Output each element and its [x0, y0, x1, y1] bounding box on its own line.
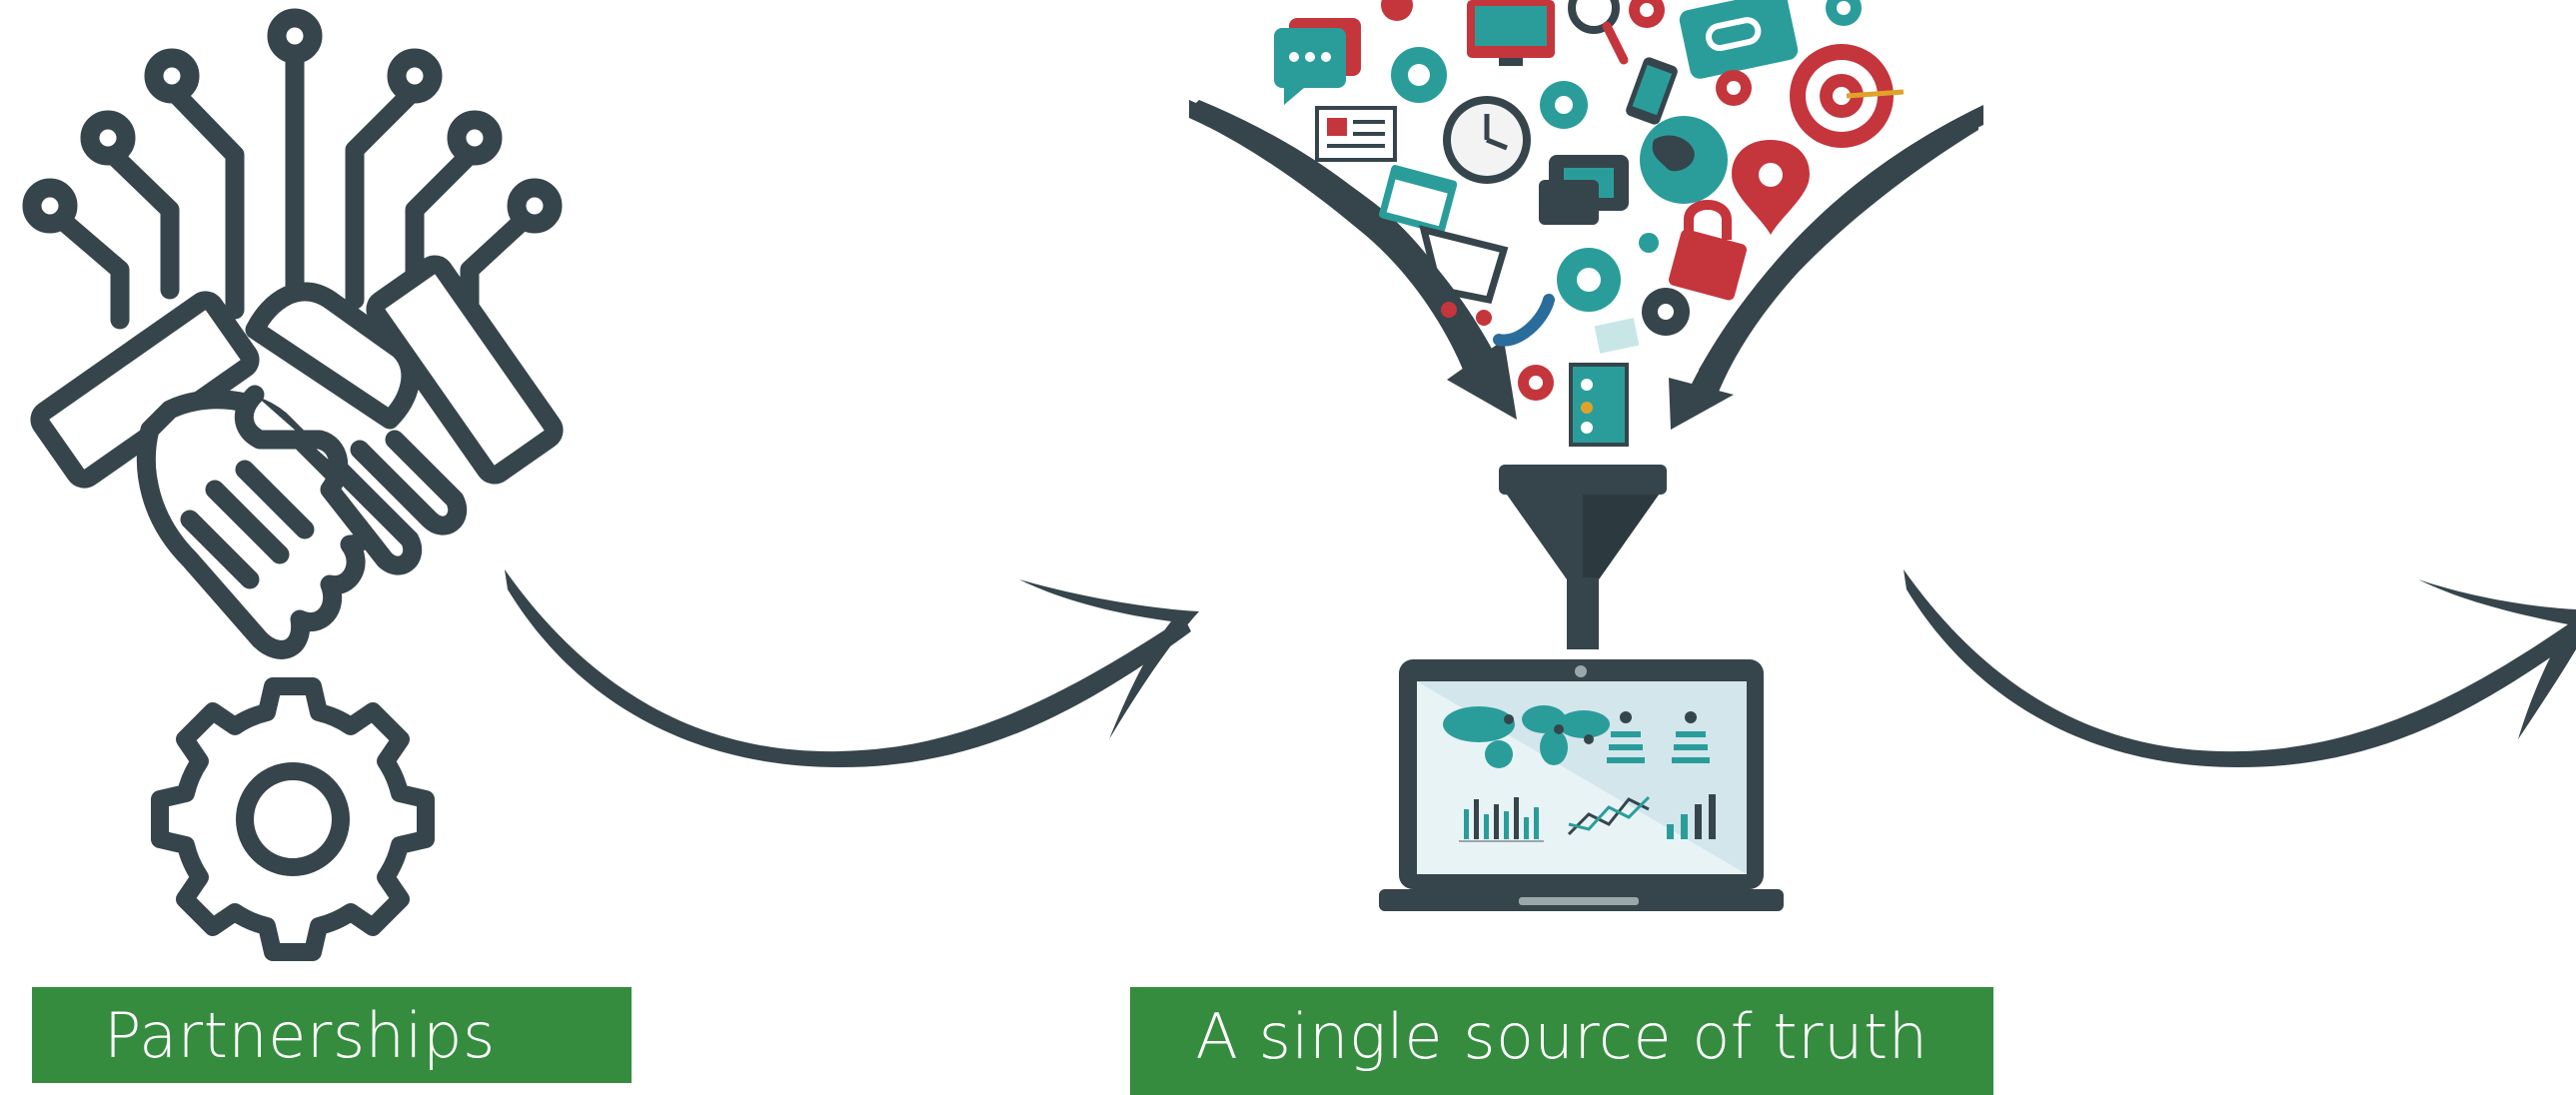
data-funnel-illustration: [1189, 0, 1983, 911]
envelope-icon: [1594, 318, 1640, 354]
right-hand-icon: [234, 282, 468, 575]
right-cuff-icon: [366, 255, 564, 485]
bar-chart-icon: [1459, 797, 1544, 842]
clock-icon: [1443, 96, 1531, 184]
telephone-handset-icon: [1493, 294, 1555, 347]
gear-small-icon: [1826, 0, 1862, 26]
target-icon: [1790, 44, 1905, 148]
disc-icon: [1642, 288, 1690, 336]
tools-icon: [1540, 81, 1588, 129]
right-inward-arrow-icon: [1669, 105, 1983, 430]
calendar-icon: [1379, 165, 1458, 234]
progress-bars-icon: [1667, 794, 1716, 839]
newsletter-icon: [1315, 106, 1397, 162]
world-map-icon: [1443, 705, 1610, 768]
curved-arrow-right-icon: [1904, 569, 2576, 767]
handshake-circuit-icon: [22, 8, 564, 659]
monitor-icon: [1467, 0, 1555, 66]
map-pin-icon: [1732, 140, 1810, 235]
funnel-icon: [1499, 465, 1667, 649]
label-partnerships: Partnerships: [32, 987, 632, 1083]
circuit-lines-icon: [22, 8, 563, 340]
people-hierarchy-icon: [1607, 711, 1710, 763]
laptop-icon: [1379, 659, 1784, 911]
single-source-of-truth-text: A single source of truth: [1195, 999, 1929, 1073]
label-single-source-of-truth: A single source of truth: [1130, 987, 1993, 1095]
gear-small-icon: [1716, 70, 1752, 106]
padlock-icon: [1639, 200, 1747, 301]
partnerships-text: Partnerships: [104, 998, 496, 1072]
gear-small-icon: [1557, 248, 1621, 312]
chat-bubble-icon: [1274, 18, 1361, 105]
gear-small-icon: [1629, 0, 1665, 28]
link-card-icon: [1679, 0, 1799, 79]
gear-small-icon: [1518, 365, 1554, 401]
globe-icon: [1640, 116, 1728, 204]
line-chart-icon: [1567, 795, 1651, 836]
video-chat-icon: [1539, 155, 1629, 225]
shopping-cart-icon: [1419, 225, 1509, 326]
curved-arrow-right-icon: [505, 569, 1199, 767]
phone-icon: [1626, 57, 1678, 125]
gear-small-icon: [1381, 0, 1413, 21]
gear-small-icon: [1391, 47, 1447, 103]
gear-icon: [151, 677, 435, 961]
magnifier-icon: [1568, 0, 1629, 65]
left-inward-arrow-icon: [1189, 100, 1517, 420]
document-card-icon: [1569, 363, 1629, 447]
finger-lines-icon: [180, 460, 315, 589]
